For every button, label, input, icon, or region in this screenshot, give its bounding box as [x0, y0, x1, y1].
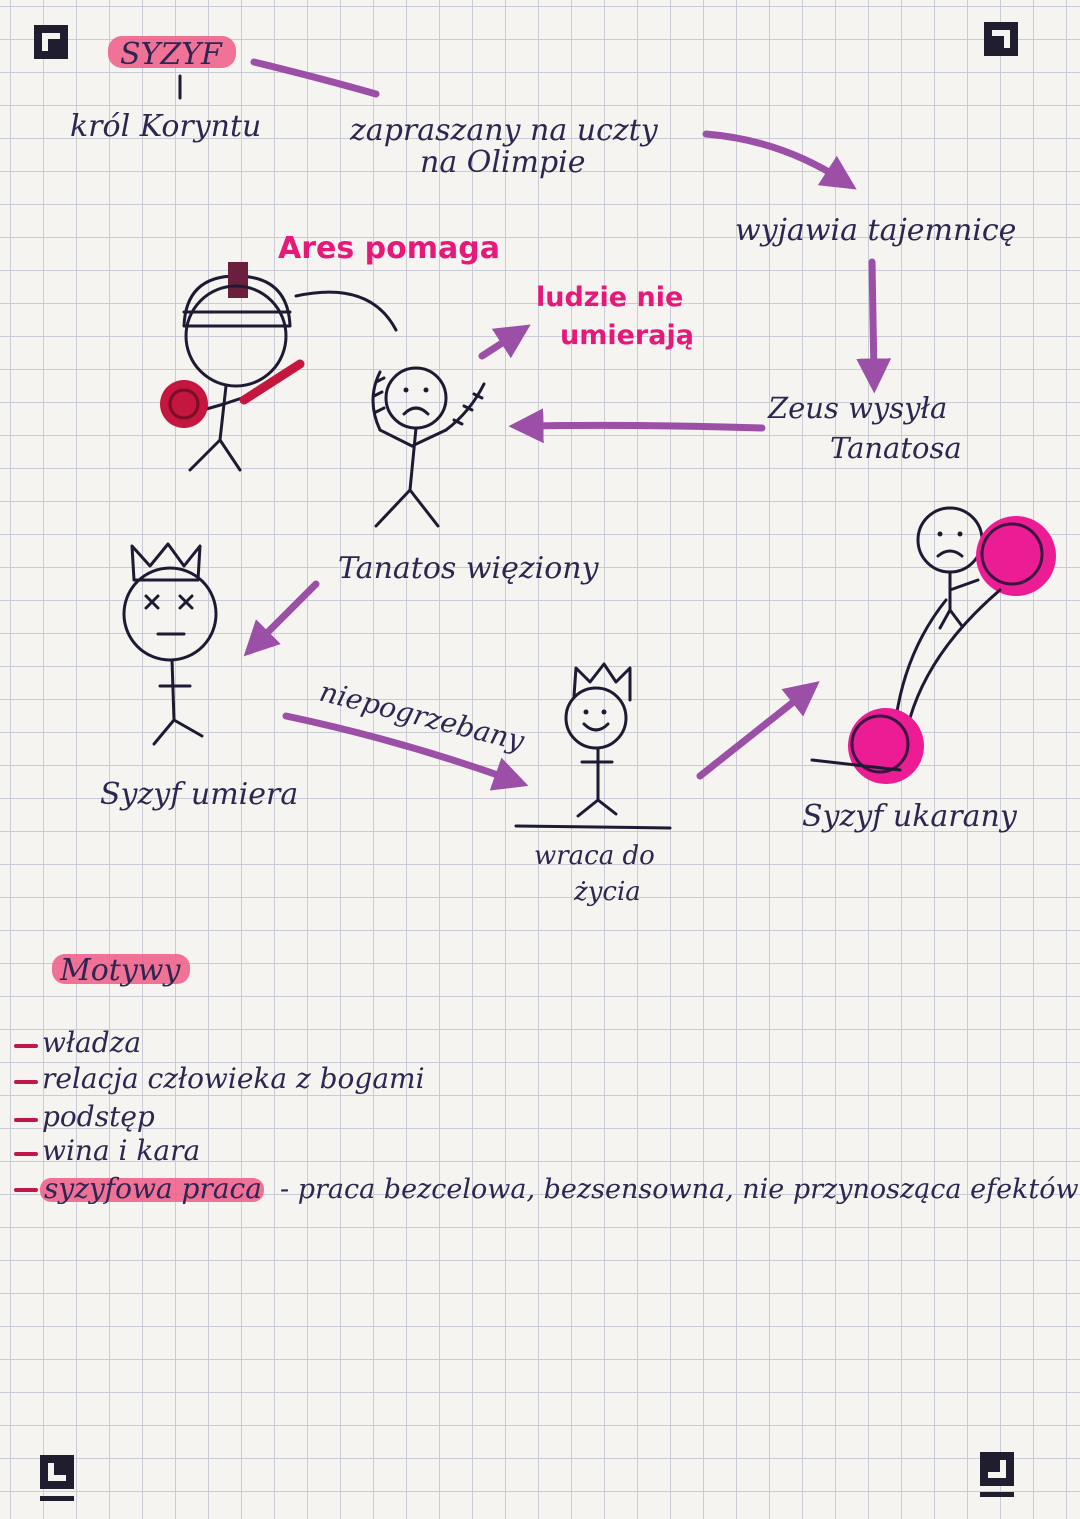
arrow-invited-to-reveals — [702, 130, 857, 190]
arrow-reveals-to-zeus — [856, 258, 892, 394]
crown-icon — [572, 662, 632, 702]
chain-icon — [371, 370, 386, 432]
sisyphus-dead-figure — [122, 542, 218, 746]
motif-item: wina i kara — [42, 1134, 200, 1167]
ground-line — [514, 824, 672, 830]
motifs-highlight — [52, 954, 190, 984]
sisyphus-alive-figure — [514, 662, 672, 830]
node-returns-line1: wraca do — [534, 841, 655, 871]
corner-marker-icon — [40, 1455, 74, 1501]
arrow-thanatos-to-dies — [243, 580, 320, 657]
chain-icon — [444, 382, 486, 432]
corner-marker-icon — [980, 1452, 1014, 1497]
node-ares: Ares pomaga — [278, 231, 500, 266]
arrow-thanatos-to-people — [478, 324, 531, 360]
title: SYZYF — [120, 37, 223, 72]
node-zeus-line1: Zeus wysyła — [767, 391, 947, 425]
arrow-dies-to-returns — [282, 712, 529, 791]
motif-definition: - praca bezcelowa, bezsensowna, nie przy… — [280, 1174, 1079, 1205]
motif-item: relacja człowieka z bogami — [42, 1062, 425, 1095]
ares-helps-curve — [294, 290, 398, 332]
node-invited-line2: na Olimpie — [420, 145, 586, 180]
title-highlight — [108, 36, 236, 68]
thanatos-figure — [371, 366, 486, 528]
arrow-zeus-to-thanatos — [508, 408, 766, 444]
node-thanatos: Tanatos więziony — [338, 551, 600, 586]
node-people-line2: umierają — [560, 320, 694, 351]
motif-item: władza — [42, 1026, 141, 1059]
crown-icon — [130, 542, 202, 582]
ares-figure — [160, 262, 305, 472]
node-punished: Syzyf ukarany — [802, 799, 1018, 834]
node-reveals: wyjawia tajemnicę — [735, 213, 1016, 248]
ares-shield-icon — [160, 380, 208, 428]
motifs-heading: Motywy — [59, 953, 181, 988]
arrow-title-to-invited — [250, 58, 380, 98]
ares-sword-icon — [239, 359, 305, 405]
node-zeus-line2: Tanatosa — [830, 431, 962, 465]
node-unburied: niepogrzebany — [316, 675, 528, 758]
sisyphus-punished-figure — [810, 506, 1056, 784]
node-invited-line1: zapraszany na uczty — [349, 113, 659, 148]
node-dies: Syzyf umiera — [100, 777, 298, 812]
corner-marker-icon — [984, 22, 1018, 56]
motif-item: syzyfowa praca — [44, 1172, 262, 1205]
corner-marker-icon — [34, 25, 68, 59]
node-people-line1: ludzie nie — [536, 282, 683, 313]
motif-highlight — [40, 1178, 264, 1202]
title-subtitle: król Koryntu — [70, 109, 261, 144]
node-returns-line2: życia — [573, 877, 641, 907]
motif-item: podstęp — [42, 1100, 155, 1133]
arrow-returns-to-punished — [696, 681, 820, 780]
